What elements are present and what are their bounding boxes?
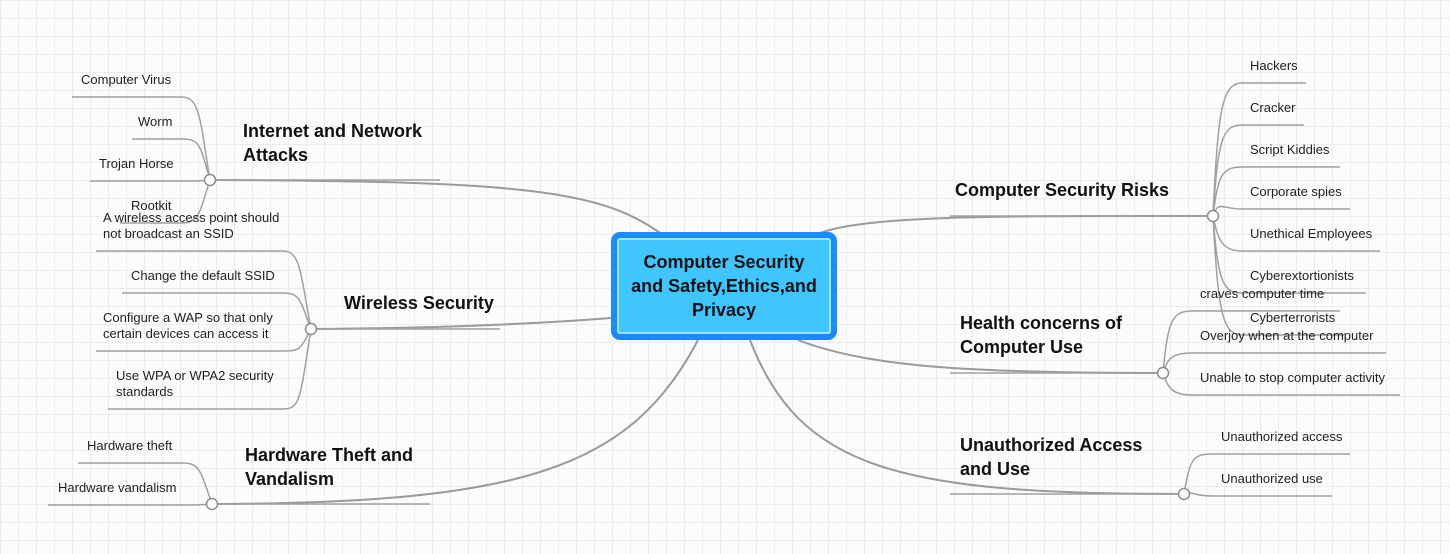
leaf-change-ssid[interactable]: Change the default SSID: [131, 268, 275, 283]
connector-internet-attacks: [209, 179, 661, 234]
leaf-trojan-horse[interactable]: Trojan Horse: [99, 156, 174, 171]
branch-health-concerns[interactable]: Health concerns of Computer Use: [960, 313, 1123, 357]
leaf-wpa[interactable]: Use WPA or WPA2 security standards: [116, 368, 274, 399]
branch-hardware-theft[interactable]: Hardware Theft and Vandalism: [245, 445, 414, 489]
central-topic[interactable]: Computer Security and Safety,Ethics,and …: [611, 232, 837, 340]
leaf-overjoy[interactable]: Overjoy when at the computer: [1200, 328, 1374, 343]
leaf-craves-computer-time[interactable]: craves computer time: [1200, 286, 1325, 301]
connector-unauthorized: [749, 339, 1185, 495]
connector-wireless-security: [310, 317, 612, 330]
branch-security-risks[interactable]: Computer Security Risks: [955, 180, 1170, 200]
leaf-script-kiddies[interactable]: Script Kiddies: [1250, 142, 1330, 157]
central-topic-label: Computer Security and Safety,Ethics,and …: [631, 252, 817, 320]
leaf-unethical-employees[interactable]: Unethical Employees: [1250, 226, 1373, 241]
leaf-computer-virus[interactable]: Computer Virus: [81, 72, 172, 87]
leaf-cyberextortionists[interactable]: Cyberextortionists: [1250, 268, 1355, 283]
collapse-knob-health-concerns[interactable]: [1156, 366, 1170, 380]
branch-internet-attacks[interactable]: Internet and Network Attacks: [243, 121, 423, 165]
leaf-rootkit[interactable]: Rootkit: [131, 198, 172, 213]
leaf-configure-wap[interactable]: Configure a WAP so that only certain dev…: [103, 310, 273, 341]
leaf-wap-ssid[interactable]: A wireless access point should not broad…: [103, 210, 280, 241]
leaf-unable-to-stop[interactable]: Unable to stop computer activity: [1200, 370, 1385, 385]
leaf-worm[interactable]: Worm: [138, 114, 173, 129]
leaf-corporate-spies[interactable]: Corporate spies: [1250, 184, 1342, 199]
branch-wireless-security[interactable]: Wireless Security: [344, 293, 494, 313]
leaf-hackers[interactable]: Hackers: [1250, 58, 1298, 73]
collapse-knob-security-risks[interactable]: [1206, 209, 1220, 223]
leaf-unauthorized-use[interactable]: Unauthorized use: [1221, 471, 1323, 486]
collapse-knob-wireless-security[interactable]: [304, 322, 318, 336]
collapse-knob-hardware-theft[interactable]: [205, 497, 219, 511]
leaf-hardware-vandalism[interactable]: Hardware vandalism: [58, 480, 177, 495]
leaf-unauthorized-access[interactable]: Unauthorized access: [1221, 429, 1343, 444]
connector-security-risks: [819, 214, 1214, 234]
leaf-cracker[interactable]: Cracker: [1250, 100, 1296, 115]
leaf-cyberterrorists[interactable]: Cyberterrorists: [1250, 310, 1336, 325]
branch-unauthorized[interactable]: Unauthorized Access and Use: [960, 435, 1143, 479]
connector-hardware-theft: [211, 339, 699, 505]
collapse-knob-unauthorized[interactable]: [1177, 487, 1191, 501]
collapse-knob-internet-attacks[interactable]: [203, 173, 217, 187]
leaf-hardware-theft[interactable]: Hardware theft: [87, 438, 173, 453]
